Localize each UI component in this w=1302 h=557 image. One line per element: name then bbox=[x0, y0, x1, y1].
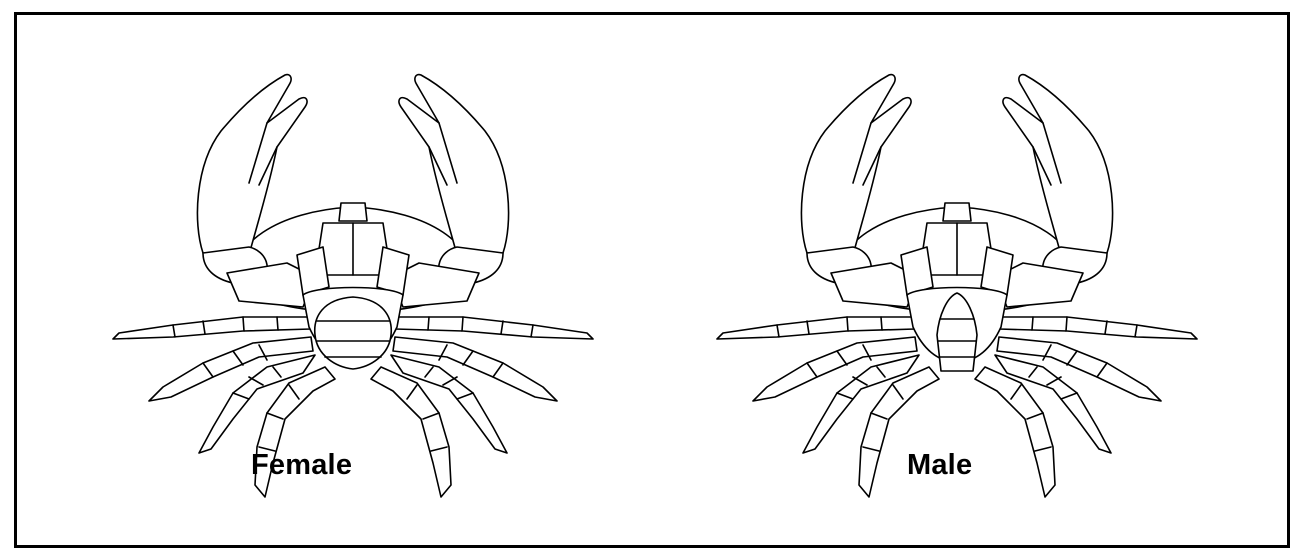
leg-joint bbox=[847, 317, 848, 331]
right-maxilliped bbox=[377, 247, 409, 295]
figure-frame: Female Male bbox=[14, 12, 1290, 548]
leg-joint bbox=[1066, 317, 1067, 331]
left-walking-leg bbox=[717, 317, 915, 339]
right-maxilliped bbox=[981, 247, 1013, 295]
male-label: Male bbox=[907, 449, 972, 482]
left-maxilliped bbox=[901, 247, 933, 295]
female-crab-drawing bbox=[53, 15, 653, 545]
female-crab-panel bbox=[53, 15, 653, 545]
left-walking-leg bbox=[113, 317, 311, 339]
female-abdomen bbox=[315, 297, 391, 369]
eye-stalk bbox=[339, 203, 367, 221]
right-walking-leg bbox=[999, 317, 1197, 339]
left-maxilliped bbox=[297, 247, 329, 295]
leg-joint bbox=[462, 317, 463, 331]
female-label: Female bbox=[251, 449, 352, 482]
leg-joint bbox=[881, 317, 882, 330]
right-walking-leg bbox=[371, 367, 451, 497]
leg-joint bbox=[243, 317, 244, 331]
right-walking-leg bbox=[975, 367, 1055, 497]
eye-stalk bbox=[943, 203, 971, 221]
leg-joint bbox=[277, 317, 278, 330]
leg-joint bbox=[428, 317, 429, 330]
right-walking-leg bbox=[395, 317, 593, 339]
leg-joint bbox=[1032, 317, 1033, 330]
